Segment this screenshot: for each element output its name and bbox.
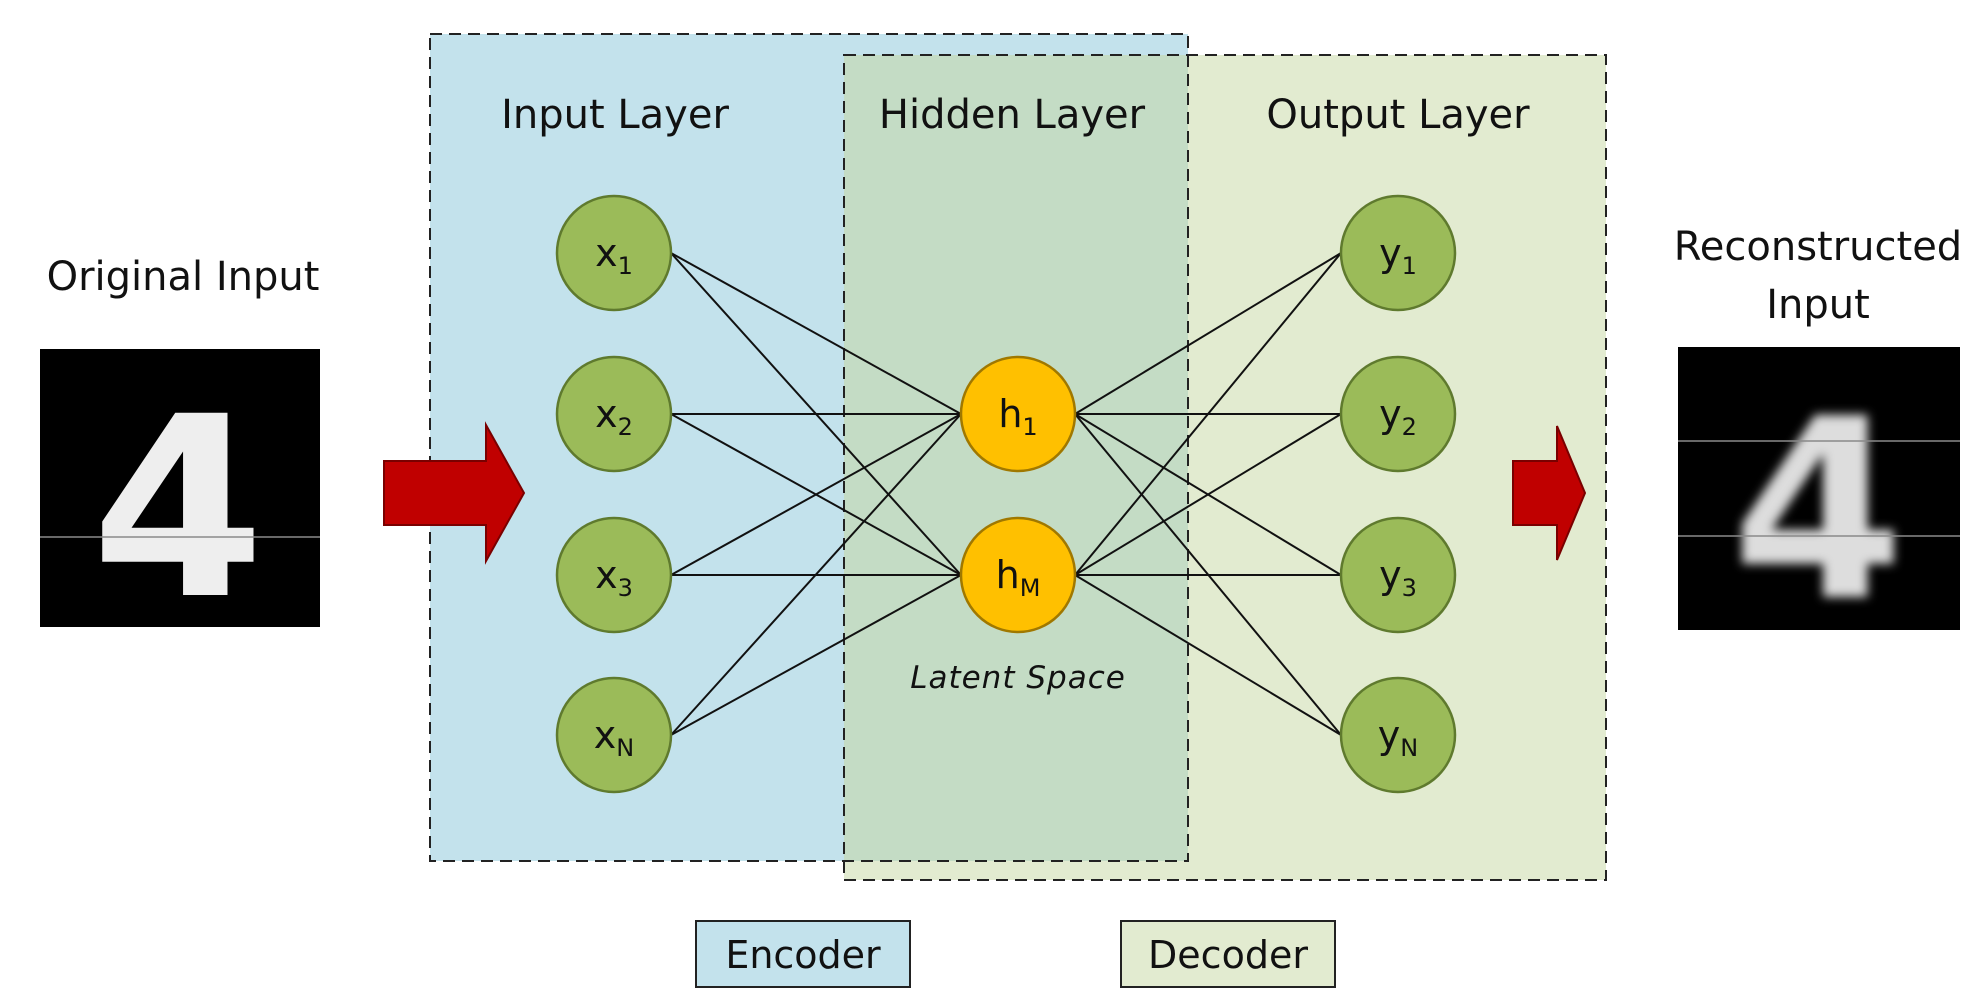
node-label-base: y xyxy=(1379,553,1402,597)
node-label-subscript: 1 xyxy=(1402,252,1417,280)
output-node-circle xyxy=(1339,355,1457,473)
input-node-circle xyxy=(555,516,673,634)
input-node-x2: x2 xyxy=(555,355,673,473)
original-digit: 4 xyxy=(91,363,265,654)
output-node-label: y3 xyxy=(1379,553,1417,602)
output-node-y3: y3 xyxy=(1339,516,1457,634)
node-label-subscript: N xyxy=(1400,734,1418,762)
input-node-circle xyxy=(555,194,673,312)
hidden-node-circle xyxy=(959,355,1077,473)
node-label-subscript: 3 xyxy=(1402,574,1417,602)
output-node-circle xyxy=(1339,676,1457,794)
decoder-legend: Decoder xyxy=(1120,920,1336,988)
input-node-label: x1 xyxy=(595,231,633,280)
decoder-legend-label: Decoder xyxy=(1148,933,1308,977)
encoder-legend-label: Encoder xyxy=(725,933,881,977)
edge-input-0-hidden-0 xyxy=(670,252,962,415)
node-label-base: y xyxy=(1379,231,1402,275)
hidden-node-label: h1 xyxy=(998,392,1037,441)
node-label-base: y xyxy=(1379,392,1402,436)
hidden-node-hM: hM xyxy=(959,516,1077,634)
output-node-yN: yN xyxy=(1339,676,1457,794)
input-layer-title: Input Layer xyxy=(501,92,729,138)
decoder-region-border xyxy=(843,54,1607,881)
original-input-image: 4 xyxy=(40,349,320,654)
node-label-subscript: M xyxy=(1020,574,1041,602)
hidden-node-label: hM xyxy=(996,553,1041,602)
output-node-label: yN xyxy=(1378,713,1418,762)
node-label-base: y xyxy=(1378,713,1401,757)
node-label-subscript: N xyxy=(616,734,634,762)
output-node-label: y2 xyxy=(1379,392,1417,441)
hidden-layer-title: Hidden Layer xyxy=(879,92,1146,138)
connections xyxy=(670,252,1342,736)
edge-input-3-hidden-0 xyxy=(670,413,962,736)
edge-hidden-0-output-0 xyxy=(1074,252,1342,415)
input-node-x1: x1 xyxy=(555,194,673,312)
output-node-circle xyxy=(1339,516,1457,634)
encoder-legend: Encoder xyxy=(695,920,911,988)
node-label-base: x xyxy=(594,713,617,757)
input-node-x3: x3 xyxy=(555,516,673,634)
node-label-base: x xyxy=(595,392,618,436)
edge-hidden-1-output-1 xyxy=(1074,413,1342,576)
node-label-base: h xyxy=(996,553,1020,597)
output-node-y1: y1 xyxy=(1339,194,1457,312)
output-layer-title: Output Layer xyxy=(1266,92,1530,138)
edge-input-2-hidden-0 xyxy=(670,413,962,576)
input-node-label: x3 xyxy=(595,553,633,602)
node-label-subscript: 2 xyxy=(1402,413,1417,441)
edge-hidden-1-output-3 xyxy=(1074,574,1342,736)
node-label-subscript: 1 xyxy=(618,252,633,280)
input-node-xN: xN xyxy=(555,676,673,794)
reconstructed-input-title-line2: Input xyxy=(1766,282,1870,328)
latent-space-label: Latent Space xyxy=(910,660,1126,696)
original-input-title: Original Input xyxy=(47,254,320,300)
edge-hidden-1-output-0 xyxy=(1074,252,1342,576)
output-node-y2: y2 xyxy=(1339,355,1457,473)
node-label-subscript: 1 xyxy=(1022,413,1037,441)
reconstructed-input-title-line1: Reconstructed xyxy=(1674,224,1962,270)
node-label-base: x xyxy=(595,553,618,597)
reconstructed-input-image: 4 xyxy=(1678,347,1960,656)
output-arrow-icon xyxy=(1512,425,1587,561)
hidden-node-circle xyxy=(959,516,1077,634)
node-label-base: h xyxy=(998,392,1022,436)
node-label-subscript: 2 xyxy=(618,413,633,441)
input-node-circle xyxy=(555,355,673,473)
input-node-circle xyxy=(555,676,673,794)
reconstructed-digit: 4 xyxy=(1731,365,1905,656)
input-node-label: xN xyxy=(594,713,634,762)
output-node-circle xyxy=(1339,194,1457,312)
edge-input-3-hidden-1 xyxy=(670,574,962,736)
input-arrow-icon xyxy=(383,421,526,565)
hidden-node-h1: h1 xyxy=(959,355,1077,473)
node-label-base: x xyxy=(595,231,618,275)
node-label-subscript: 3 xyxy=(618,574,633,602)
encoder-region-border xyxy=(429,33,1189,862)
output-node-label: y1 xyxy=(1379,231,1417,280)
input-node-label: x2 xyxy=(595,392,633,441)
